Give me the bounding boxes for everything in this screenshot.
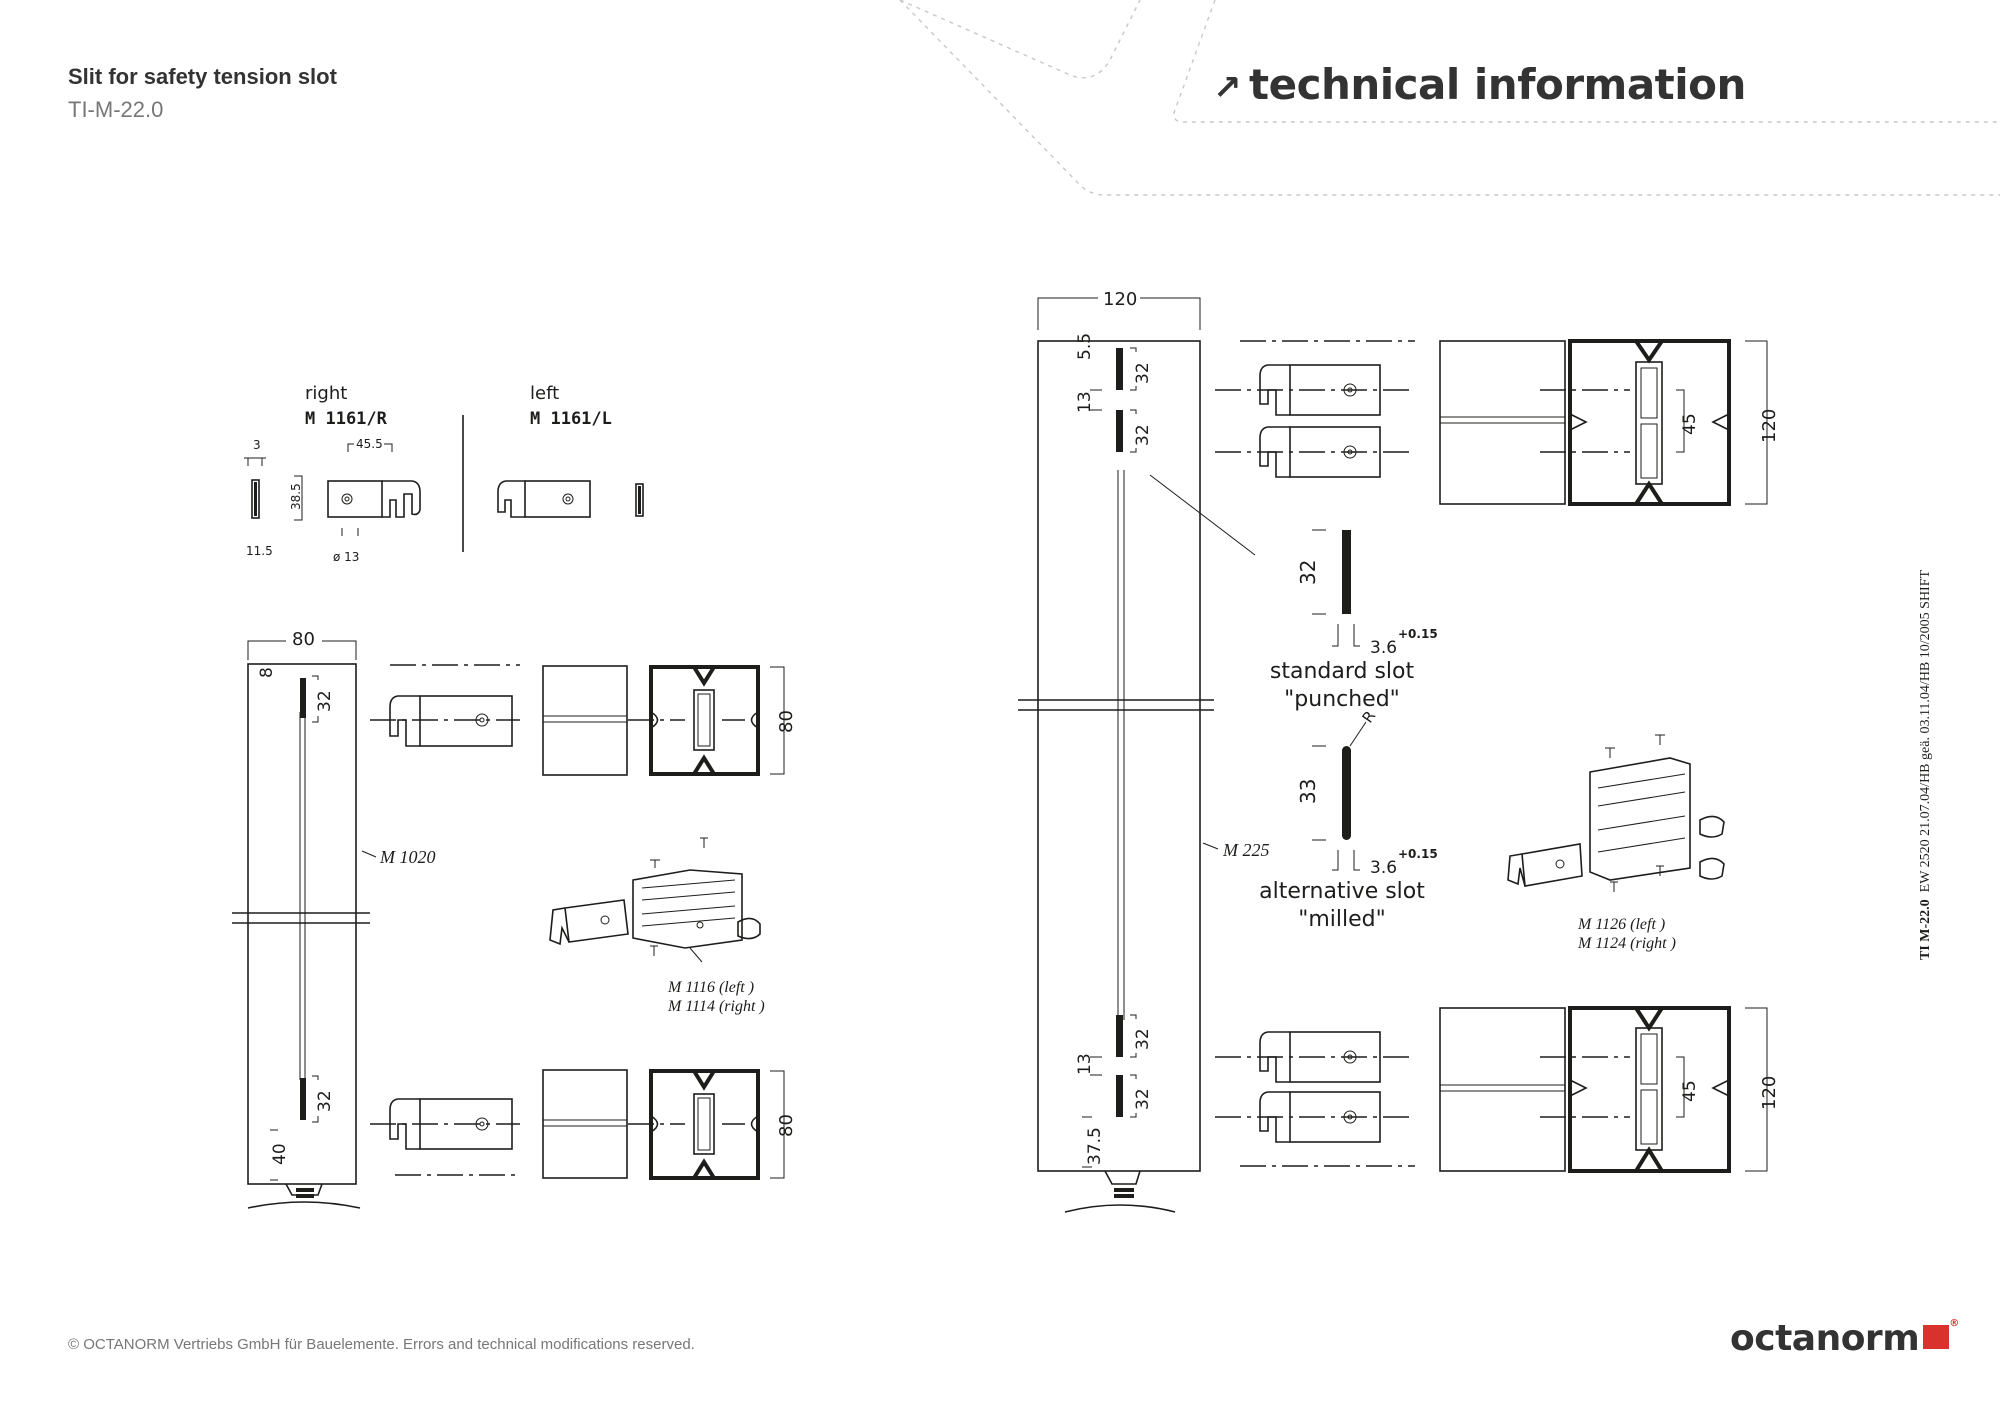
dim-13-bottom: 13 <box>1075 1053 1095 1075</box>
dim-32-b: 32 <box>1133 424 1153 446</box>
kit-m1116: M 1116 (left ) <box>667 979 754 996</box>
std-slot-type: "punched" <box>1284 687 1400 712</box>
dim-80-width: 80 <box>292 629 315 650</box>
logo-mark-icon <box>1923 1325 1950 1349</box>
profile-m225: M 225 <box>1222 840 1270 860</box>
kit-left-iso <box>549 837 761 963</box>
dim-38-5: 38.5 <box>289 483 303 510</box>
document-title: Slit for safety tension slot <box>68 64 337 89</box>
octanorm-logo: octanorm ® <box>1730 1318 1959 1359</box>
arrow-up-right-icon: ↗ <box>1213 68 1242 108</box>
dim-5-5: 5.5 <box>1075 333 1095 360</box>
kit-m1126: M 1126 (left ) <box>1577 916 1665 933</box>
alt-slot-label: alternative slot <box>1259 879 1425 904</box>
alt-slot-width: 3.6 <box>1370 858 1397 878</box>
dim-40: 40 <box>270 1143 290 1165</box>
kit-right-iso <box>1507 734 1725 892</box>
side-note-text: EW 2520 21.07.04/HB geä. 03.11.04/HB 10/… <box>1918 569 1933 893</box>
dim-32-top: 32 <box>315 690 335 712</box>
dim-45-5: 45.5 <box>356 437 383 451</box>
section-a-120: 120 <box>1759 409 1780 443</box>
dim-13-top: 13 <box>1075 391 1095 413</box>
std-slot-length: 32 <box>1296 560 1320 585</box>
std-slot-width: 3.6 <box>1370 638 1397 658</box>
document-code: TI-M-22.0 <box>68 97 164 122</box>
kit-m1114: M 1114 (right ) <box>667 998 765 1015</box>
right-code: M 1161/R <box>305 409 388 429</box>
dim-37-5: 37.5 <box>1085 1127 1105 1165</box>
dim-32-d: 32 <box>1133 1088 1153 1110</box>
dim-32-c: 32 <box>1133 1028 1153 1050</box>
technical-information-banner: ↗technical information <box>1213 60 1746 109</box>
dim-3: 3 <box>253 438 261 452</box>
side-note-code: TI M-22.0 <box>1918 899 1933 960</box>
alt-slot-length: 33 <box>1296 779 1320 804</box>
dim-d13: ø 13 <box>333 550 359 564</box>
dim-32-bottom: 32 <box>315 1090 335 1112</box>
section-b-120: 120 <box>1759 1076 1780 1110</box>
left-code: M 1161/L <box>530 409 612 429</box>
parts-detail: right M 1161/R left M 1161/L 3 11.5 38.5… <box>244 383 644 564</box>
right-post: 120 5.5 13 32 32 13 32 32 37.5 M 225 <box>1018 289 1780 1213</box>
banner-text: technical information <box>1249 60 1746 109</box>
left-post: 80 8 32 32 40 M 1020 <box>232 629 797 1209</box>
dim-32-a: 32 <box>1133 362 1153 384</box>
section-b-45: 45 <box>1680 1080 1700 1102</box>
dim-120-width: 120 <box>1103 289 1137 310</box>
side-note: TI M-22.0 EW 2520 21.07.04/HB geä. 03.11… <box>1918 570 1934 960</box>
std-slot-label: standard slot <box>1270 659 1415 684</box>
section-a-80: 80 <box>776 710 797 733</box>
alt-slot-type: "milled" <box>1298 907 1386 932</box>
section-b-80: 80 <box>776 1114 797 1137</box>
header-frame <box>899 0 2000 196</box>
footer-copyright: © OCTANORM Vertriebs GmbH für Bauelement… <box>68 1336 695 1353</box>
std-slot-tolerance: +0.15 <box>1398 627 1438 641</box>
logo-text: octanorm <box>1730 1318 1920 1359</box>
alt-slot-tolerance: +0.15 <box>1398 847 1438 861</box>
dim-8: 8 <box>257 667 277 678</box>
left-label: left <box>530 383 559 404</box>
dim-11-5: 11.5 <box>246 544 273 558</box>
right-label: right <box>305 383 347 404</box>
section-a-45: 45 <box>1680 413 1700 435</box>
kit-m1124: M 1124 (right ) <box>1577 935 1676 952</box>
registered-icon: ® <box>1949 1318 1959 1329</box>
slot-details: 32 3.6 +0.15 standard slot "punched" 33 … <box>1259 529 1438 932</box>
profile-m1020: M 1020 <box>379 847 436 867</box>
